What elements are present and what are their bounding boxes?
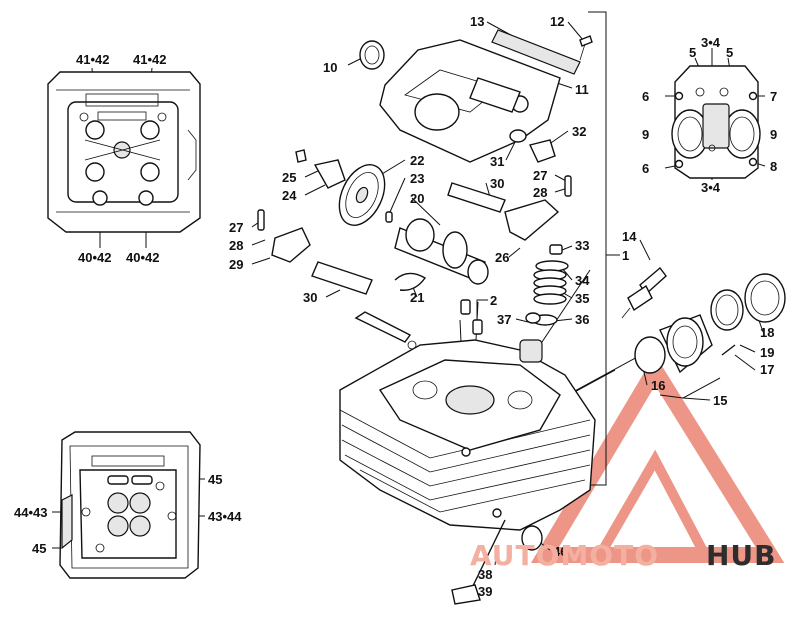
callout-5-left: 5	[689, 45, 696, 60]
callout-labels: 1 2 10 11 12 13 14 15 16 17 18 19 20 21 …	[14, 14, 777, 599]
cam-sprocket	[338, 164, 386, 226]
callout-32: 32	[572, 124, 586, 139]
camshaft	[394, 218, 489, 285]
callout-2: 2	[490, 293, 497, 308]
adjuster-screw-lower	[257, 209, 265, 231]
callout-20: 20	[410, 191, 424, 206]
callout-34: 34	[575, 273, 590, 288]
callout-7: 7	[770, 89, 777, 104]
locating-dowels	[460, 299, 483, 335]
inset-port-face	[671, 65, 761, 179]
callout-8: 8	[770, 159, 777, 174]
callout-41-42-right: 41•42	[133, 52, 166, 67]
callout-5-right: 5	[726, 45, 733, 60]
valve-spring-stack	[525, 244, 569, 326]
callout-14: 14	[622, 229, 637, 244]
callout-45-bottom: 45	[32, 541, 46, 556]
rocker-arm-intake	[271, 227, 311, 263]
callout-6-top: 6	[642, 89, 649, 104]
hose-clamp	[710, 289, 744, 331]
inset-head-top-view	[47, 71, 201, 233]
callout-29: 29	[229, 257, 243, 272]
fitting	[521, 525, 543, 551]
callout-25: 25	[282, 170, 296, 185]
callout-38: 38	[478, 567, 492, 582]
seal-ring	[509, 129, 527, 143]
callout-46: 46	[553, 544, 567, 559]
watermark-automoto: AUTOMOTO	[470, 539, 659, 572]
inset-cover-underside	[59, 431, 201, 579]
callout-35: 35	[575, 291, 589, 306]
callout-37: 37	[497, 312, 511, 327]
callout-40-42-left: 40•42	[78, 250, 111, 265]
rocker-shaft-lower	[311, 261, 373, 295]
callout-3-4-top: 3•4	[701, 35, 721, 50]
callout-39: 39	[478, 584, 492, 599]
callout-23: 23	[410, 171, 424, 186]
watermark-logo-triangle	[530, 354, 785, 563]
watermark-hub: HUB	[706, 539, 777, 572]
callout-22: 22	[410, 153, 424, 168]
callout-28-upper: 28	[533, 185, 547, 200]
stud-bolt	[354, 311, 417, 350]
callout-1: 1	[622, 248, 629, 263]
callout-17: 17	[760, 362, 774, 377]
valve	[451, 519, 506, 605]
callout-43-44: 43•44	[208, 509, 242, 524]
inspection-cap	[529, 139, 556, 163]
adjuster-screw-upper	[564, 175, 572, 197]
rocker-arm-exhaust	[504, 199, 560, 241]
rocker-shaft-upper	[447, 182, 506, 213]
callout-26: 26	[495, 250, 509, 265]
callout-21: 21	[410, 290, 424, 305]
callout-24: 24	[282, 188, 297, 203]
callout-33: 33	[575, 238, 589, 253]
cover-plug-ring	[359, 40, 385, 70]
callout-44-43: 44•43	[14, 505, 47, 520]
callout-6-bottom: 6	[642, 161, 649, 176]
cover-bolt	[579, 35, 593, 61]
callout-36: 36	[575, 312, 589, 327]
callout-27-lower: 27	[229, 220, 243, 235]
spark-plug	[621, 266, 667, 319]
callout-16: 16	[651, 378, 665, 393]
callout-45-top: 45	[208, 472, 222, 487]
callout-30-lower: 30	[303, 290, 317, 305]
callout-40-42-right: 40•42	[126, 250, 159, 265]
boot-screw	[721, 344, 736, 356]
callout-27-upper: 27	[533, 168, 547, 183]
callout-31: 31	[490, 154, 504, 169]
callout-9-right: 9	[770, 127, 777, 142]
snap-ring	[394, 272, 427, 291]
sprocket-bracket	[295, 149, 346, 189]
callout-9-left: 9	[642, 127, 649, 142]
air-filter-boot	[744, 273, 786, 323]
intake-boot	[634, 314, 713, 374]
callout-11: 11	[575, 82, 589, 97]
callout-28-lower: 28	[229, 238, 243, 253]
callout-12: 12	[550, 14, 564, 29]
callout-15: 15	[713, 393, 727, 408]
callout-13: 13	[470, 14, 484, 29]
callout-18: 18	[760, 325, 774, 340]
callout-10: 10	[323, 60, 337, 75]
cylinder-head	[339, 339, 596, 531]
callout-41-42-left: 41•42	[76, 52, 109, 67]
callout-3-4-bottom: 3•4	[701, 180, 721, 195]
watermark-text: AUTOMOTO HUB	[470, 539, 777, 572]
callout-19: 19	[760, 345, 774, 360]
dowel-pin	[385, 211, 393, 223]
callout-30-upper: 30	[490, 176, 504, 191]
